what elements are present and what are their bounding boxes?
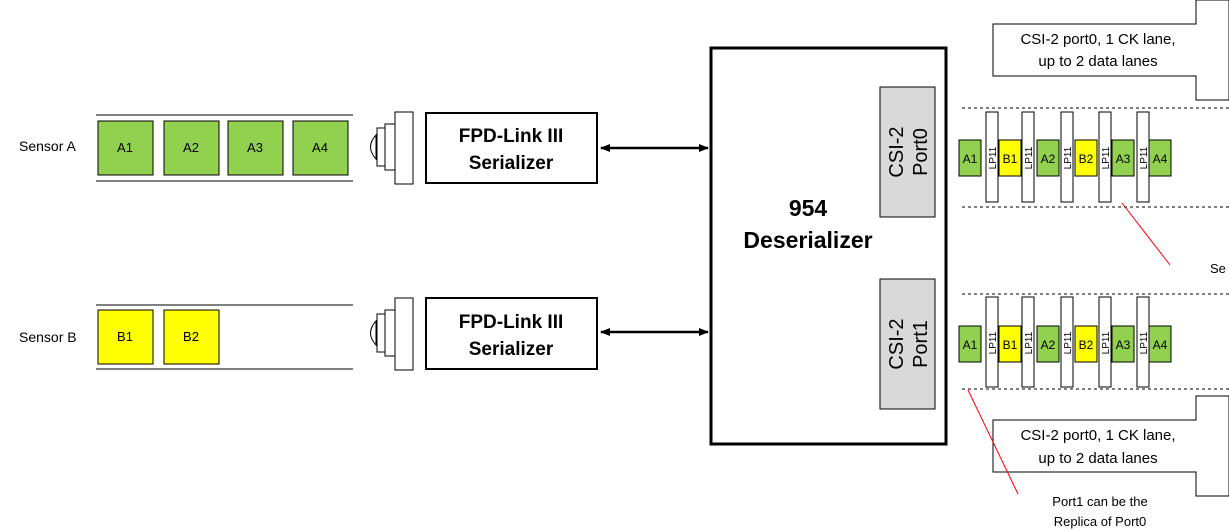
svg-text:A4: A4 [1153,152,1168,166]
svg-text:LP11: LP11 [1139,331,1150,354]
packet-a4: A4 [1148,325,1172,363]
svg-text:CSI-2 port0, 1 CK lane,: CSI-2 port0, 1 CK lane, [1020,427,1175,444]
lp11-marker: LP11 [1021,111,1035,203]
deserializer-number: 954 [789,195,828,221]
frame-a4: A4 [292,120,349,176]
packet-a3: A3 [1111,139,1135,177]
output-arrow-port0: CSI-2 port0, 1 CK lane, up to 2 data lan… [992,0,1229,101]
lp11-marker: LP11 [1136,296,1150,388]
frame-b2: B2 [163,309,220,365]
lp11-marker: LP11 [1060,111,1074,203]
lp11-marker: LP11 [1136,111,1150,203]
serializer-a: FPD-Link III Serializer [425,112,598,184]
lp11-marker: LP11 [1060,296,1074,388]
frame-a2: A2 [163,120,220,176]
packet-b2: B2 [1074,139,1098,177]
svg-text:CSI-2: CSI-2 [886,126,908,177]
sensor-a: Sensor A A1 A2 A3 A4 [19,114,353,182]
svg-text:B1: B1 [117,329,133,344]
svg-text:Port0: Port0 [910,128,932,176]
svg-text:A4: A4 [1153,338,1168,352]
lp11-marker: LP11 [1021,296,1035,388]
packet-b2: B2 [1074,325,1098,363]
packet-a2: A2 [1036,139,1060,177]
svg-text:LP11: LP11 [1024,331,1035,354]
svg-text:B1: B1 [1003,338,1018,352]
svg-text:A1: A1 [963,338,978,352]
sensor-b: Sensor B B1 B2 [19,304,353,370]
deserializer-label: Deserializer [743,227,872,253]
svg-text:up to 2 data lanes: up to 2 data lanes [1038,450,1157,467]
svg-text:A1: A1 [117,140,133,155]
svg-text:B1: B1 [1003,152,1018,166]
svg-text:LP11: LP11 [1101,146,1112,169]
svg-text:LP11: LP11 [1024,146,1035,169]
lp11-marker: LP11 [985,111,999,203]
serializer-a-line2: Serializer [469,153,554,174]
packet-a1: A1 [958,325,982,363]
csi2-port0: CSI-2 Port0 [879,86,936,218]
packet-stream-bottom: A1 LP11 B1 LP11 A2 LP11 B2 LP11 A3 LP11 … [958,293,1229,390]
packet-b1: B1 [998,325,1022,363]
csi2-port1: CSI-2 Port1 [879,278,936,410]
svg-text:Port1: Port1 [910,320,932,368]
packet-a4: A4 [1148,139,1172,177]
svg-text:LP11: LP11 [988,331,999,354]
svg-text:LP11: LP11 [1063,331,1074,354]
svg-text:CSI-2: CSI-2 [886,318,908,369]
annotation-bottom-line2: Replica of Port0 [1054,514,1147,529]
svg-text:up to 2 data lanes: up to 2 data lanes [1038,53,1157,70]
svg-text:A3: A3 [247,140,263,155]
svg-text:A2: A2 [1041,338,1056,352]
svg-text:LP11: LP11 [1063,146,1074,169]
packet-a2: A2 [1036,325,1060,363]
svg-text:LP11: LP11 [988,146,999,169]
lp11-marker: LP11 [1098,296,1112,388]
lp11-marker: LP11 [1098,111,1112,203]
svg-text:A4: A4 [312,140,328,155]
serializer-b: FPD-Link III Serializer [425,297,598,370]
frame-a3: A3 [227,120,284,176]
serializer-a-line1: FPD-Link III [459,126,564,147]
annotation-leader-top [1121,202,1171,266]
camera-icon [370,111,414,185]
packet-b1: B1 [998,139,1022,177]
packet-a1: A1 [958,139,982,177]
lp11-marker: LP11 [985,296,999,388]
svg-text:A3: A3 [1116,152,1131,166]
packet-stream-top: A1 LP11 B1 LP11 A2 LP11 B2 LP11 A3 LP11 … [958,107,1229,208]
sensor-a-label: Sensor A [19,138,76,154]
svg-text:A1: A1 [963,152,978,166]
svg-text:CSI-2 port0, 1 CK lane,: CSI-2 port0, 1 CK lane, [1020,31,1175,48]
frame-b1: B1 [97,309,154,365]
serializer-b-line2: Serializer [469,339,554,360]
svg-text:B2: B2 [1079,338,1094,352]
frame-a1: A1 [97,120,154,176]
annotation-top-cut: Se [1210,261,1226,276]
camera-icon [370,297,414,371]
serializer-b-line1: FPD-Link III [459,312,564,333]
svg-text:LP11: LP11 [1139,146,1150,169]
svg-text:B2: B2 [183,329,199,344]
svg-text:A2: A2 [1041,152,1056,166]
annotation-leader-bottom [967,389,1019,495]
svg-text:B2: B2 [1079,152,1094,166]
packet-a3: A3 [1111,325,1135,363]
svg-text:LP11: LP11 [1101,331,1112,354]
svg-text:A3: A3 [1116,338,1131,352]
sensor-b-label: Sensor B [19,329,77,345]
svg-text:A2: A2 [183,140,199,155]
output-arrow-port1: CSI-2 port0, 1 CK lane, up to 2 data lan… [992,395,1229,497]
annotation-bottom-line1: Port1 can be the [1052,494,1147,509]
